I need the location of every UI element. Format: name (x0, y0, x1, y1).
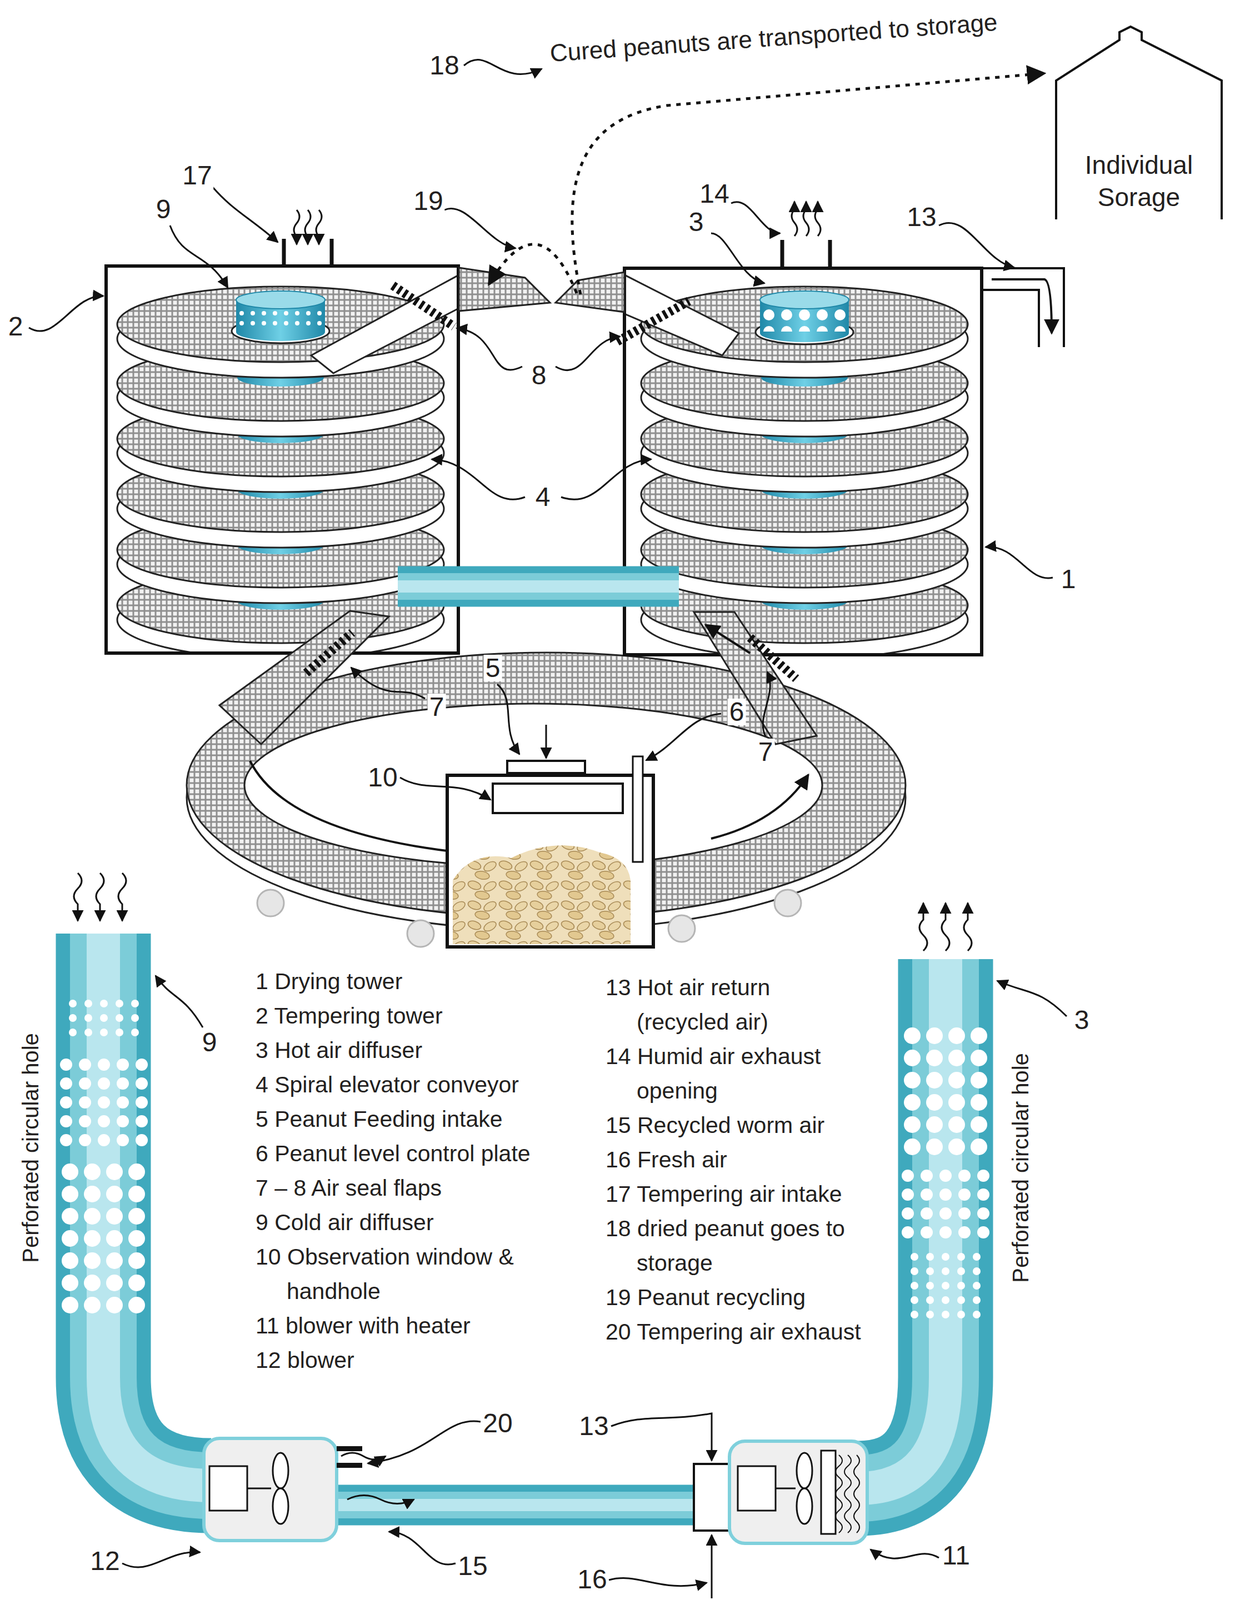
flow-note: Cured peanuts are transported to storage (548, 7, 999, 69)
callout-number: 17 (180, 162, 214, 189)
callout-number: 9 (200, 1029, 219, 1057)
callout-number: 2 (6, 313, 25, 340)
callout-number: 1 (1059, 566, 1078, 593)
callout-number: 10 (366, 764, 399, 792)
legend-entry: 7 – 8 Air seal flaps (255, 1171, 600, 1206)
legend-entry: 14 Humid air exhaust opening (605, 1039, 850, 1109)
callout-number: 16 (575, 1566, 609, 1594)
callout-number: 4 (533, 483, 553, 511)
legend-entry: 6 Peanut level control plate (255, 1136, 600, 1172)
callout-number: 7 (427, 693, 447, 721)
callout-number: 8 (530, 362, 549, 389)
callout-number: 6 (727, 698, 747, 726)
callout-number: 18 (427, 52, 461, 79)
legend-entry: 15 Recycled worm air (605, 1108, 889, 1143)
legend-entry: 5 Peanut Feeding intake (255, 1102, 600, 1137)
legend-entry: 20 Tempering air exhaust (605, 1315, 889, 1350)
callout-number: 9 (154, 196, 173, 223)
legend-entry: 13 Hot air return (recycled air) (605, 970, 850, 1040)
callout-number: 3 (1072, 1007, 1092, 1034)
legend-entry: 12 blower (255, 1343, 600, 1378)
legend-entry: 3 Hot air diffuser (255, 1033, 600, 1068)
callout-number: 7 (756, 738, 775, 766)
callout-number: 15 (456, 1553, 489, 1580)
callout-number: 5 (483, 655, 503, 682)
callout-number: 14 (697, 180, 731, 208)
legend-entry: 9 Cold air diffuser (255, 1205, 600, 1240)
legend-entry: 1 Drying tower (255, 964, 600, 999)
pipe-note: Perforated circular hole (17, 1033, 44, 1264)
legend-entry: 17 Tempering air intake (605, 1177, 889, 1212)
legend-entry: 11 blower with heater (255, 1308, 600, 1344)
legend-entry: 19 Peanut recycling (605, 1280, 889, 1315)
pipe-note: Perforated circular hole (1007, 1053, 1034, 1284)
callout-number: 11 (940, 1542, 972, 1570)
callout-number: 20 (481, 1410, 514, 1438)
callout-number: 3 (687, 208, 706, 236)
callout-number: 13 (905, 203, 938, 231)
storage-building: Individual Sorage (1056, 145, 1222, 218)
callout-number: 13 (577, 1413, 610, 1440)
legend-entry: 2 Tempering tower (255, 998, 600, 1034)
legend-column: 1 Drying tower2 Tempering tower3 Hot air… (255, 964, 600, 1378)
legend-entry: 10 Observation window & handhole (255, 1240, 567, 1309)
legend-column: 13 Hot air return (recycled air)14 Humid… (605, 970, 889, 1350)
legend-entry: 16 Fresh air (605, 1142, 889, 1178)
callout-number: 19 (411, 187, 445, 215)
legend-entry: 4 Spiral elevator conveyor (255, 1067, 600, 1103)
legend-entry: 18 dried peanut goes to storage (605, 1211, 873, 1281)
building-label: Individual Sorage (1061, 149, 1217, 214)
callout-number: 12 (88, 1548, 122, 1575)
